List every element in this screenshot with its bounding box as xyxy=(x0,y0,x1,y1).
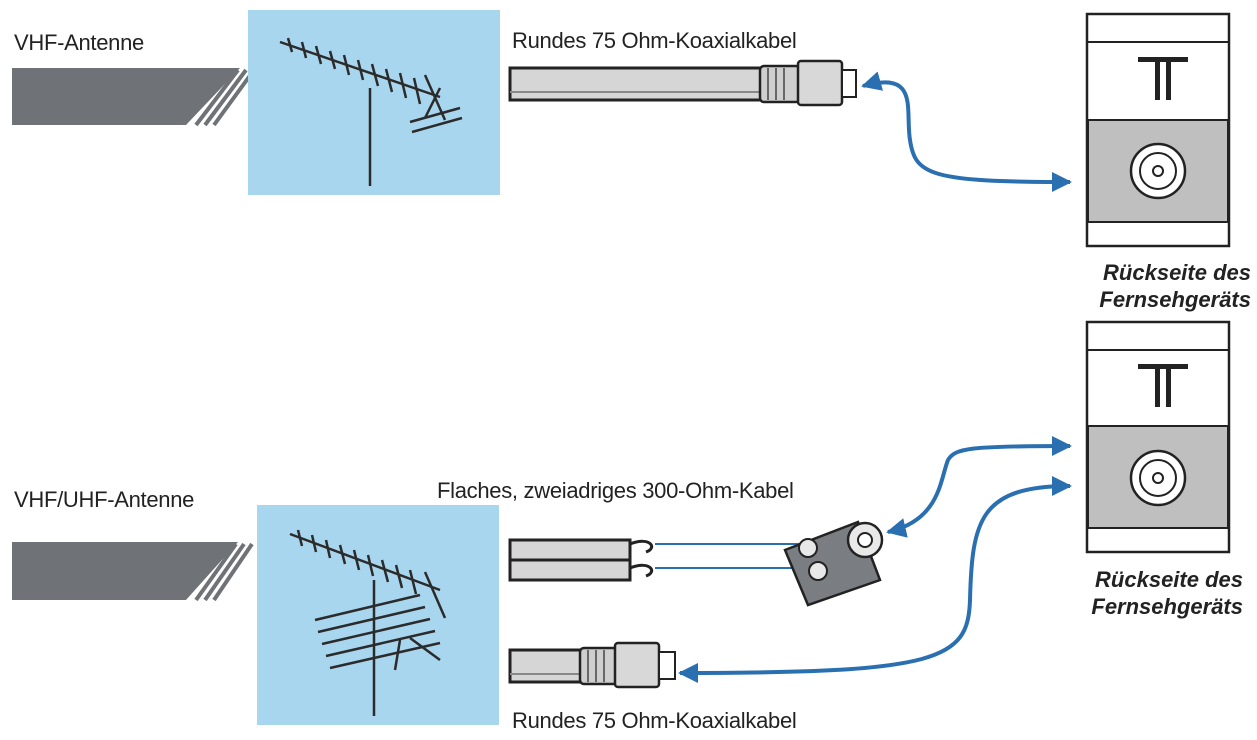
bottom-tv-back-caption: Rückseite des Fernsehgeräts xyxy=(1091,566,1243,620)
balun-adapter-icon xyxy=(783,520,884,607)
bottom-tv-back-panel xyxy=(1085,320,1231,554)
vhf-antenna-icon xyxy=(279,37,463,186)
top-coax-cable xyxy=(508,59,857,107)
top-tv-back-panel xyxy=(1085,12,1231,248)
bottom-cable-label: Rundes 75 Ohm-Koaxialkabel xyxy=(512,708,797,733)
coax-to-tv-arrow xyxy=(678,476,1072,683)
vhf-uhf-antenna-icon xyxy=(289,529,447,716)
top-sky-panel xyxy=(248,10,500,195)
bottom-ground-slab xyxy=(12,542,254,602)
bottom-coax-cable xyxy=(508,641,676,689)
top-antenna-symbol-icon xyxy=(1138,57,1188,100)
bottom-tv-back-line2: Fernsehgeräts xyxy=(1091,594,1243,619)
bottom-antenna-label: VHF/UHF-Antenne xyxy=(14,487,195,512)
top-tv-back-line2: Fernsehgeräts xyxy=(1099,287,1251,312)
bottom-sky-panel xyxy=(257,505,499,725)
top-cable-label: Rundes 75 Ohm-Koaxialkabel xyxy=(512,28,797,53)
bottom-antenna-socket-icon xyxy=(1129,449,1187,507)
top-tv-back-caption: Rückseite des Fernsehgeräts xyxy=(1099,259,1251,313)
top-connection-arrow xyxy=(861,71,1072,192)
top-ground-slab xyxy=(12,68,256,127)
flat-300-ohm-cable xyxy=(508,538,810,582)
flat-cable-label: Flaches, zweiadriges 300-Ohm-Kabel xyxy=(437,478,794,503)
top-antenna-socket-icon xyxy=(1129,142,1187,200)
top-tv-back-line1: Rückseite des xyxy=(1103,260,1251,285)
bottom-tv-back-line1: Rückseite des xyxy=(1095,567,1243,592)
bottom-antenna-symbol-icon xyxy=(1138,364,1188,407)
top-antenna-label: VHF-Antenne xyxy=(14,30,144,55)
